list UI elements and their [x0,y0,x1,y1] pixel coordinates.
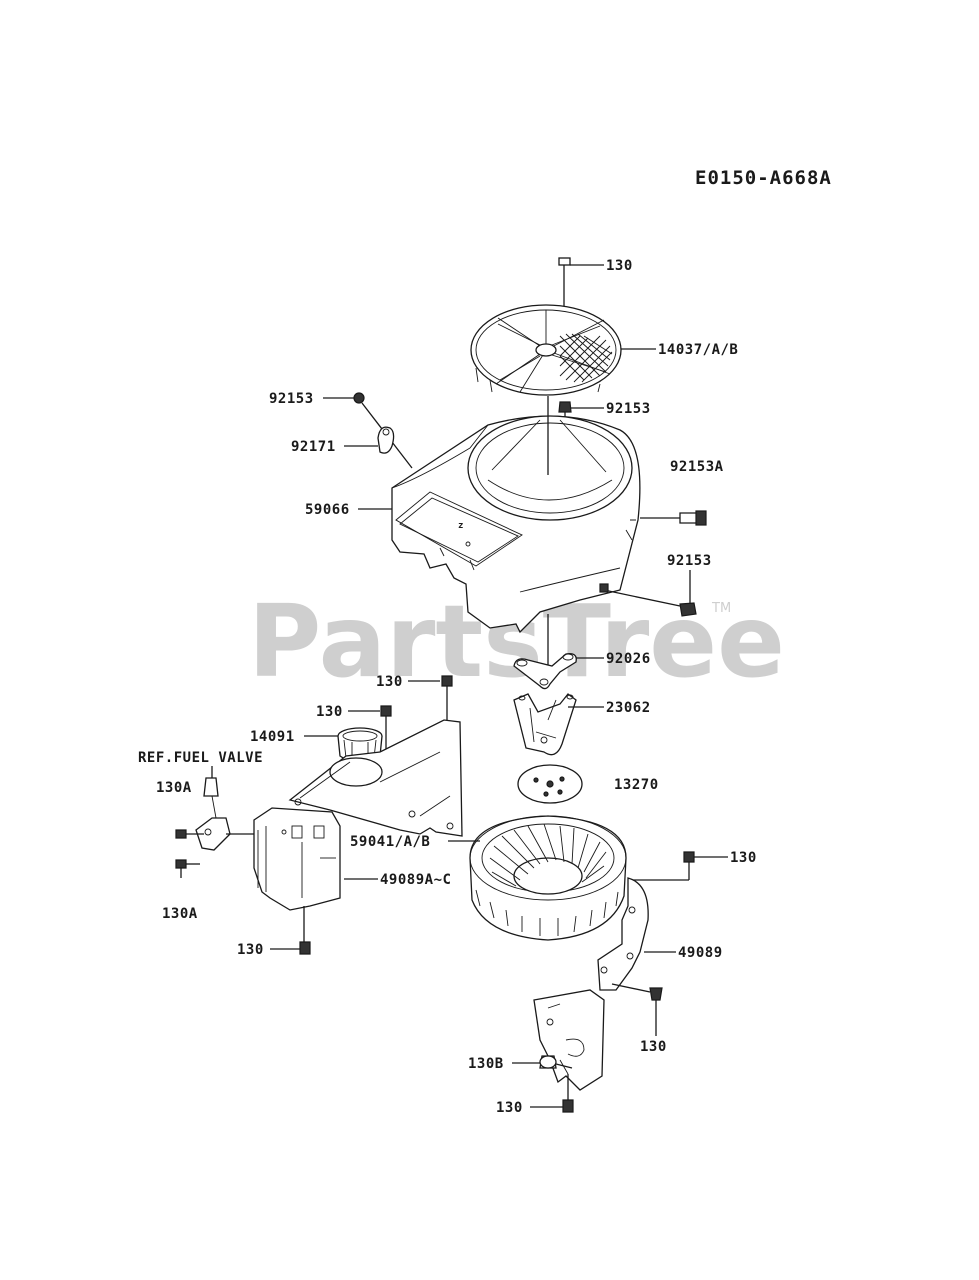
hose-fitting-130A-bottom[interactable] [175,859,200,878]
screw-130-left-bottom[interactable] [270,906,311,955]
label-bolt-right: 92153 [667,553,712,569]
clamp-92171[interactable] [344,426,395,454]
screen-mesh [559,333,613,383]
label-bracket: 23062 [606,700,651,716]
bolt-92153A[interactable] [640,510,707,526]
cylinder-plate[interactable] [288,719,463,837]
label-screw-top: 130 [606,258,633,274]
label-screw-bottom: 130 [496,1100,523,1116]
label-screw-left-bottom: 130 [237,942,264,958]
screw-130-right[interactable] [632,851,728,881]
left-shroud[interactable] [253,807,378,911]
fuel-valve-fitting[interactable] [195,766,254,851]
blower-housing[interactable]: z [391,415,641,634]
label-plate: 13270 [614,777,659,793]
screw-130-bottom[interactable] [530,1074,574,1113]
screw-130B[interactable] [512,1055,573,1069]
label-flywheel: 59041/A/B [350,834,430,850]
label-ref-fuel-valve: REF.FUEL VALVE [138,750,263,766]
label-bolt-left: 92153 [269,391,314,407]
label-hose-fitting-top: 130A [156,780,192,796]
svg-text:z: z [458,521,464,531]
diagram-code: E0150-A668A [695,167,832,189]
label-clamp: 92171 [291,439,336,455]
label-hose-fitting-bottom: 130A [162,906,198,922]
washer-plate-92026[interactable] [513,614,604,690]
label-screen: 14037/A/B [658,342,738,358]
label-right-shroud: 49089 [678,945,723,961]
label-screw-mid: 130 [376,674,403,690]
label-housing-bolt-right: 92153A [670,459,724,475]
label-bolt-center: 92153 [606,401,651,417]
label-screw-right-bottom: 130 [640,1039,667,1055]
plate-13270[interactable] [517,764,583,804]
label-washer: 92026 [606,651,651,667]
right-shroud[interactable] [533,877,676,1091]
screw-130-right-bottom[interactable] [611,983,663,1036]
label-screw-right: 130 [730,850,757,866]
label-screw-grommet: 130B [468,1056,504,1072]
bracket-23062[interactable] [513,693,604,756]
label-cup: 14091 [250,729,295,745]
label-housing: 59066 [305,502,350,518]
hose-fitting-130A-top[interactable] [175,829,204,839]
watermark-trademark: TM [711,601,731,616]
bolt-92153-right[interactable] [599,570,697,617]
label-screw-plate: 130 [316,704,343,720]
label-left-shroud: 49089A~C [380,872,451,888]
bolt-92153-left[interactable] [323,392,413,469]
rotating-screen[interactable] [470,304,622,396]
flywheel[interactable] [469,815,627,941]
